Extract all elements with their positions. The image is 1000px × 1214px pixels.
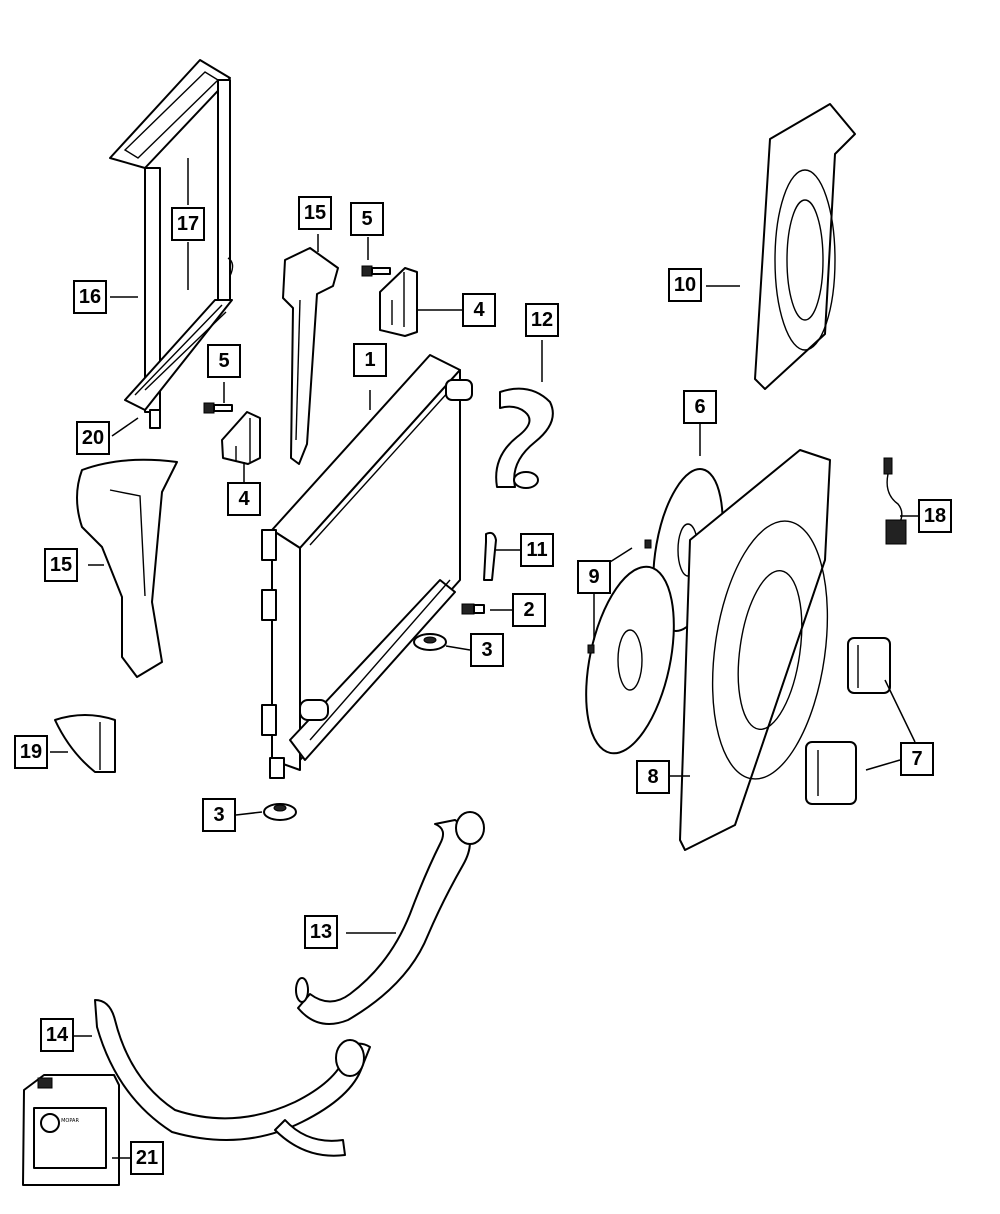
bypass-hose — [94, 999, 371, 1157]
callout-8: 8 — [636, 760, 670, 794]
callout-5a: 5 — [350, 202, 384, 236]
lower-radiator-hose — [295, 811, 485, 1025]
callout-3a: 3 — [470, 633, 504, 667]
callout-21: 21 — [130, 1141, 164, 1175]
callout-17: 17 — [171, 207, 205, 241]
callout-14: 14 — [40, 1018, 74, 1052]
callout-1: 1 — [353, 343, 387, 377]
radiator — [261, 354, 473, 779]
callout-15b: 15 — [44, 548, 78, 582]
callout-12: 12 — [525, 303, 559, 337]
upper-bracket-upper — [379, 267, 418, 337]
callout-10: 10 — [668, 268, 702, 302]
callout-20: 20 — [76, 421, 110, 455]
callout-13: 13 — [304, 915, 338, 949]
fan-blade-front — [585, 539, 675, 755]
upper-air-deflector — [282, 247, 339, 465]
insulator-lower — [263, 803, 297, 821]
callout-6: 6 — [683, 390, 717, 424]
fan-module-lower — [805, 741, 857, 805]
upper-bracket-lower — [221, 411, 261, 465]
insulator-upper — [413, 633, 447, 651]
lower-shield — [54, 714, 116, 773]
callout-9: 9 — [577, 560, 611, 594]
callout-16: 16 — [73, 280, 107, 314]
callout-4b: 4 — [227, 482, 261, 516]
bolt-lower — [203, 402, 233, 414]
callout-2: 2 — [512, 593, 546, 627]
coolant-jug-brand-label: MOPAR — [61, 1118, 79, 1124]
bolt-upper — [361, 265, 391, 277]
drain-cock — [461, 603, 485, 615]
air-seal-assembly — [109, 59, 234, 429]
fan-module-upper — [847, 637, 891, 694]
callout-4a: 4 — [462, 293, 496, 327]
lower-air-deflector — [76, 458, 178, 678]
fan-shroud-front — [679, 449, 831, 851]
upper-radiator-hose — [495, 387, 554, 489]
callout-5b: 5 — [207, 344, 241, 378]
callout-11: 11 — [520, 533, 554, 567]
fan-shroud-rear — [754, 103, 856, 390]
callout-19: 19 — [14, 735, 48, 769]
coolant-jug — [22, 1074, 120, 1186]
wiring-harness — [883, 457, 907, 545]
callout-3b: 3 — [202, 798, 236, 832]
overflow-hose — [483, 531, 497, 581]
leader-lines — [50, 158, 918, 1159]
callout-15a: 15 — [298, 196, 332, 230]
callout-18: 18 — [918, 499, 952, 533]
callout-7: 7 — [900, 742, 934, 776]
